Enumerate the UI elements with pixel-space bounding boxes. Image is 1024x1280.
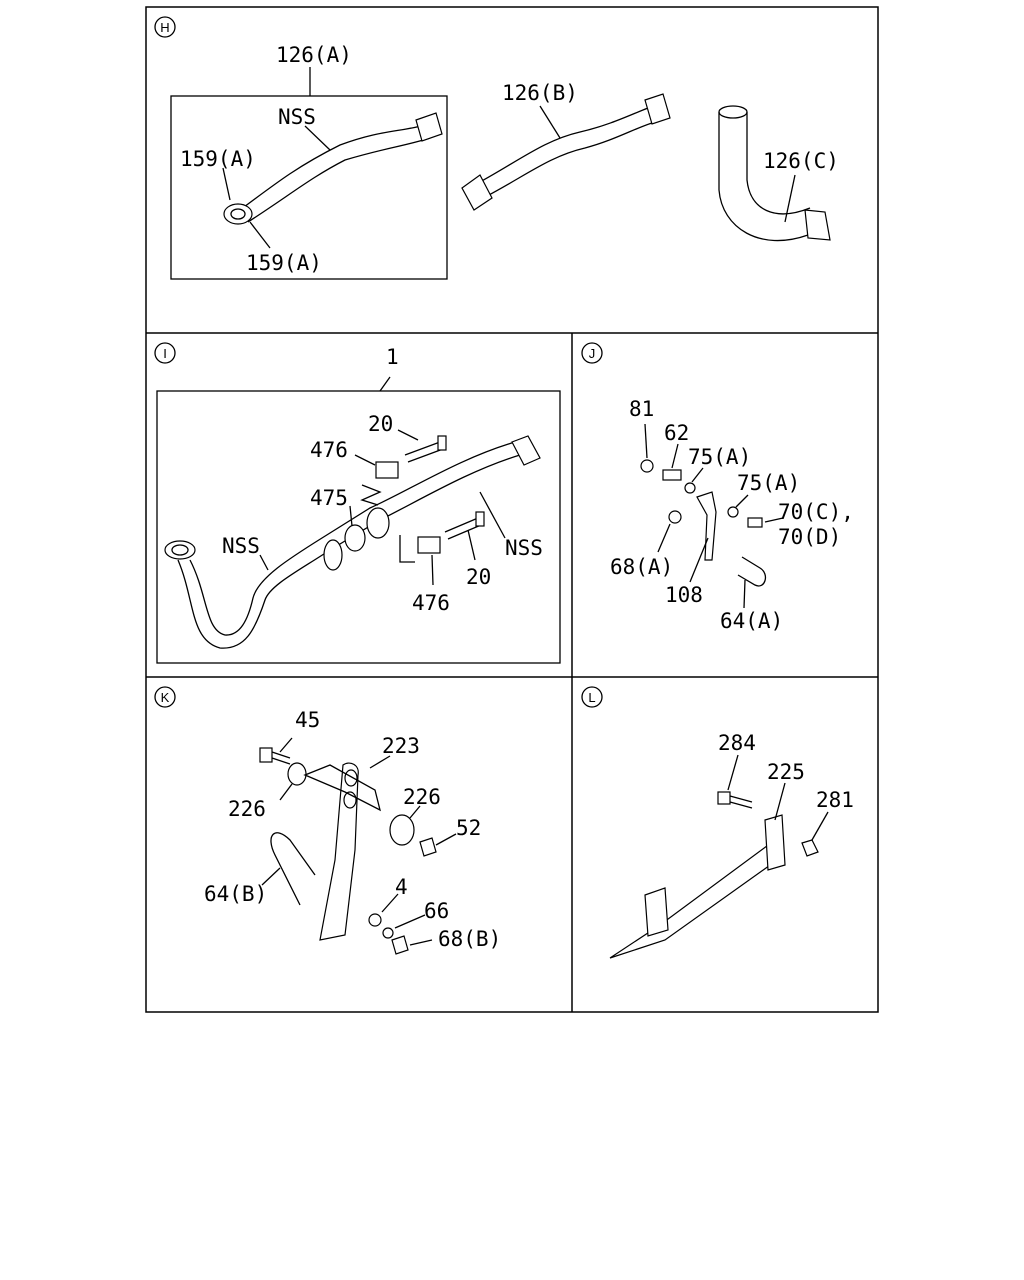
diagram-frame [145,6,879,1013]
section-l: L 284 225 281 [581,686,854,959]
pipe-flange [164,540,196,560]
section-marker-i: I [163,346,167,361]
heat-shield-225 [609,838,781,959]
callout-4: 4 [395,875,408,899]
washer-4 [368,913,382,927]
callout-45: 45 [295,708,320,732]
section-j: J 81 62 75(A) 75(A) 70(C), 70(D) 68(A) 1… [581,342,854,633]
callout-20: 20 [368,412,393,436]
callout-126b: 126(B) [502,81,578,105]
section-k: K 45 223 226 226 52 64(B) 4 66 68(B) [154,686,501,955]
nut-281 [801,839,819,857]
callout-nss: NSS [222,534,260,558]
bracket-tab [764,814,786,871]
callout-284: 284 [718,731,756,755]
spring-476 [417,536,441,554]
exhaust-pipe-126b [479,107,656,197]
callout-75a: 75(A) [688,445,751,469]
section-marker-k: K [161,690,170,705]
callout-476: 476 [412,591,450,615]
section-marker-circle [581,686,603,708]
callout-64a: 64(A) [720,609,783,633]
callout-64b: 64(B) [204,882,267,906]
callout-225: 225 [767,760,805,784]
pipe-flange [415,112,443,142]
pipe-flange [461,174,493,211]
rubber-226 [389,814,415,846]
callout-226: 226 [228,797,266,821]
callout-68b: 68(B) [438,927,501,951]
callout-nss: NSS [278,105,316,129]
callout-68a: 68(A) [610,555,673,579]
callout-62: 62 [664,421,689,445]
rubber-226 [287,762,307,786]
callout-box-126a [170,95,448,280]
callout-nss: NSS [505,536,543,560]
exhaust-pipe-1 [177,441,521,649]
pipe-flange [511,435,541,466]
washer-66 [382,927,394,939]
pipe-flange [366,507,390,539]
callout-70c: 70(C), [778,500,854,524]
section-marker-circle [581,342,603,364]
section-marker-l: L [588,690,595,705]
u-bolt-64b [270,832,316,906]
callout-126a: 126(A) [276,43,352,67]
pipe-flange [323,539,343,571]
callout-281: 281 [816,788,854,812]
pipe-flange [644,93,671,125]
callout-108: 108 [665,583,703,607]
bracket-tab [644,887,669,937]
nut-52 [419,837,437,857]
callout-box-1 [156,390,561,664]
callout-159a: 159(A) [246,251,322,275]
pipe-flange [804,209,831,241]
section-i: I 1 20 476 475 NSS NSS 20 476 [154,342,561,664]
bolt-20 [444,517,482,540]
callout-475: 475 [310,486,348,510]
callout-159a: 159(A) [180,147,256,171]
nut-81 [640,459,654,473]
u-bolt-64a [737,556,767,587]
section-marker-h: H [160,20,169,35]
section-h: H 126(A) NSS 159(A) 159(A) 126(B) 126(C) [154,16,839,280]
callout-1: 1 [386,345,399,369]
bolt-284 [717,791,731,805]
exhaust-pipe-126c [718,105,748,119]
exhaust-pipe-126a [239,124,431,223]
section-marker-circle [154,16,176,38]
bracket-108 [696,491,717,561]
callout-20: 20 [466,565,491,589]
nut-68b [391,935,409,955]
collar-62 [662,469,682,481]
section-marker-circle [154,342,176,364]
bolt-45 [259,747,273,763]
bolt-20 [404,441,444,463]
callout-75a: 75(A) [737,471,800,495]
callout-126c: 126(C) [763,149,839,173]
callout-223: 223 [382,734,420,758]
callout-476: 476 [310,438,348,462]
callout-81: 81 [629,397,654,421]
gasket-475 [344,524,366,552]
washer-75a [727,506,739,518]
spring-476 [375,461,399,479]
section-marker-circle [154,686,176,708]
nut-68a [668,510,682,524]
washer-75a [684,482,696,494]
pipe-flange [223,203,253,225]
callout-70d: 70(D) [778,525,841,549]
section-marker-j: J [589,346,596,361]
callout-226: 226 [403,785,441,809]
callout-66: 66 [424,899,449,923]
bolt-70 [747,517,763,528]
callout-52: 52 [456,816,481,840]
